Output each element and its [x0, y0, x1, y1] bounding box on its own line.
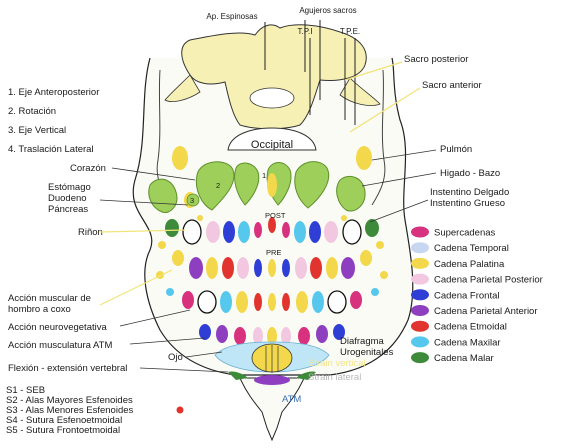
row-d-chain	[199, 324, 345, 345]
coccyx-tail	[239, 377, 305, 442]
legend-swatch-7	[411, 336, 429, 348]
green-shape-1	[195, 161, 235, 211]
leader-sacro-anterior	[349, 87, 421, 133]
leader-ojo	[185, 351, 223, 358]
legend-label-7: Cadena Maxilar	[434, 337, 501, 348]
suture-4-label: S4 - Sutura Esfenoetmoidal	[6, 415, 122, 426]
green-shape-2	[234, 162, 260, 206]
suture-3-label: S3 - Alas Menores Esfenoides	[6, 405, 134, 416]
agujeros-sacros-label: Agujeros sacros	[299, 6, 356, 15]
higado-label: Higado - Bazo	[440, 168, 500, 179]
vertebra-canal	[249, 87, 295, 109]
green-shape-6	[336, 176, 366, 212]
side-dots	[156, 215, 388, 296]
num-3-circle	[186, 193, 200, 207]
sacro-posterior-label: Sacro posterior	[404, 54, 468, 65]
axis-2-label: 2. Rotación	[8, 106, 56, 117]
yellow-shape-1	[172, 146, 188, 170]
axis-1-label: 1. Eje Anteroposterior	[8, 87, 99, 98]
suture-1-label: S1 - SEB	[6, 385, 45, 396]
leader-accion-muscular	[99, 269, 173, 306]
estomago-label: Estómago	[48, 182, 91, 193]
intestino-delgado-label: Instentino Delgado	[430, 187, 509, 198]
legend-label-0: Supercadenas	[434, 228, 496, 239]
leader-sacro-posterior	[344, 61, 403, 81]
num-2-label: 2	[216, 181, 220, 190]
diafragma-label: Diafragma	[340, 336, 385, 347]
sacrum-inner-right	[371, 69, 386, 206]
vertebra-wing-left	[164, 74, 201, 102]
legend-swatch-6	[411, 320, 429, 332]
legend-label-8: Cadena Malar	[434, 353, 494, 364]
yellow-shape-4	[267, 173, 277, 197]
num-3-label: 3	[190, 196, 194, 205]
occipital-label: Occipital	[251, 139, 293, 151]
suture-5-label: S5 - Sutura Frontoetmoidal	[6, 425, 120, 436]
coccyx-green-left	[228, 371, 248, 380]
legend-swatch-1	[411, 242, 429, 254]
legend-label-1: Cadena Temporal	[434, 243, 509, 254]
legend-swatch-4	[411, 289, 429, 301]
leader-estomago	[99, 199, 189, 206]
red-dot	[176, 406, 184, 414]
leader-corazon	[111, 167, 196, 181]
yellow-shape-2	[356, 146, 372, 170]
accion-neuro-label: Acción neurovegetativa	[8, 322, 107, 333]
strain-vertical-label: Strain vertical	[308, 358, 366, 369]
legend-label-5: Cadena Parietal Anterior	[434, 306, 538, 317]
legend-swatch-0	[411, 226, 429, 238]
occipital-arch	[227, 127, 317, 151]
urogenitales-label: Urogenitales	[340, 347, 394, 358]
row-b-chain	[172, 250, 372, 279]
sacro-anterior-label: Sacro anterior	[422, 80, 482, 91]
accion-atm-label: Acción musculatura ATM	[8, 340, 112, 351]
tpe-label: T.P.E.	[340, 27, 360, 36]
ap-espinosas-label: Ap. Espinosas	[206, 12, 257, 21]
axis-4-label: 4. Traslación Lateral	[8, 144, 94, 155]
num-1-label: 1	[262, 171, 266, 180]
pulmon-label: Pulmón	[440, 144, 472, 155]
leader-higado	[361, 172, 437, 187]
pre-label: PRE	[266, 248, 281, 257]
leader-intestino	[369, 199, 429, 223]
leader-rinon	[99, 229, 186, 233]
legend-label-3: Cadena Parietal Posterior	[434, 275, 543, 286]
vertebra-wing-right	[339, 77, 381, 106]
legend-swatch-2	[411, 257, 429, 269]
legend-label-2: Cadena Palatina	[434, 259, 505, 270]
strain-lateral-label: Strain lateral	[308, 372, 361, 383]
corazon-label: Corazón	[70, 163, 106, 174]
legend-swatch-3	[411, 273, 429, 285]
legend-label-6: Cadena Etmoidal	[434, 322, 507, 333]
flexion-label: Flexión - extensión vertebral	[8, 363, 127, 374]
leader-flexion	[139, 367, 229, 373]
axis-3-label: 3. Eje Vertical	[8, 125, 66, 136]
legend-label-4: Cadena Frontal	[434, 290, 499, 301]
pancreas-label: Páncreas	[48, 204, 88, 215]
accion-muscular-label-2: hombro a coxo	[8, 304, 71, 315]
ojo-label: Ojo	[168, 352, 183, 363]
tpi-label: T.P.I	[298, 27, 313, 36]
leader-accion-neuro	[119, 309, 191, 327]
row-c-chain	[182, 290, 362, 314]
post-label: POST	[265, 211, 286, 220]
row-a-chain	[165, 217, 379, 245]
leader-accion-atm	[129, 337, 206, 345]
rinon-label: Riñon	[78, 227, 103, 238]
intestino-grueso-label: Instentino Grueso	[430, 198, 505, 209]
coccyx-green-right	[296, 371, 316, 380]
suture-2-label: S2 - Alas Mayores Esfenoides	[6, 395, 133, 406]
atm-label: ATM	[282, 394, 301, 405]
green-shape-4	[294, 161, 330, 209]
coccyx-purple	[254, 375, 290, 385]
legend-swatch-5	[411, 305, 429, 316]
accion-muscular-label-1: Acción muscular de	[8, 293, 91, 304]
duodeno-label: Duodeno	[48, 193, 87, 204]
leader-pulmon	[371, 149, 437, 161]
legend-swatch-8	[411, 352, 429, 364]
